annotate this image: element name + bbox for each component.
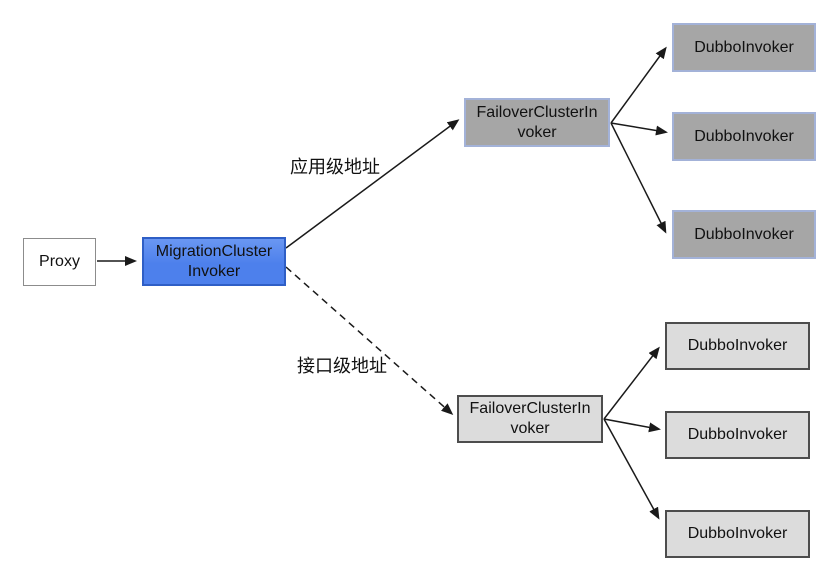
node-failover-app-label-line1: FailoverClusterIn: [476, 103, 598, 121]
node-failover-interface-label-line1: FailoverClusterIn: [469, 400, 591, 417]
node-failover-cluster-invoker-interface: FailoverClusterIn voker: [457, 395, 603, 443]
node-dubbo-invoker-label: DubboInvoker: [694, 225, 794, 243]
node-dubbo-invoker-label: DubboInvoker: [694, 38, 794, 56]
edge-label-app-level: 应用级地址: [290, 157, 380, 177]
edge-interface-level-arrow: [285, 266, 454, 415]
node-migration-cluster-invoker: MigrationCluster Invoker: [142, 237, 286, 286]
node-migration-label-line2: Invoker: [187, 262, 241, 280]
edge-failover-app-to-dubbo-1: [610, 46, 667, 124]
node-dubbo-invoker-interface-2: DubboInvoker: [665, 411, 810, 459]
node-failover-app-label-line2: voker: [517, 123, 557, 141]
edge-failover-interface-to-dubbo-2: [603, 418, 661, 433]
node-dubbo-invoker-app-3: DubboInvoker: [672, 210, 816, 259]
node-dubbo-invoker-label: DubboInvoker: [687, 426, 788, 443]
edge-label-interface-level: 接口级地址: [297, 356, 387, 376]
node-dubbo-invoker-label: DubboInvoker: [694, 127, 794, 145]
edge-failover-interface-to-dubbo-3: [603, 418, 660, 520]
node-dubbo-invoker-app-1: DubboInvoker: [672, 23, 816, 72]
node-failover-interface-label-line2: voker: [510, 420, 550, 437]
node-dubbo-invoker-label: DubboInvoker: [687, 337, 788, 354]
node-dubbo-invoker-interface-1: DubboInvoker: [665, 322, 810, 370]
node-migration-label-line1: MigrationCluster: [155, 242, 273, 260]
edge-failover-interface-to-dubbo-1: [603, 346, 660, 420]
node-dubbo-invoker-label: DubboInvoker: [687, 525, 788, 542]
node-failover-cluster-invoker-app: FailoverClusterIn voker: [464, 98, 610, 147]
node-proxy: Proxy: [23, 238, 96, 286]
edge-app-level-arrow: [285, 119, 460, 249]
node-proxy-label: Proxy: [39, 253, 80, 270]
edge-failover-app-to-dubbo-2: [610, 122, 668, 136]
node-dubbo-invoker-app-2: DubboInvoker: [672, 112, 816, 161]
edge-failover-app-to-dubbo-3: [610, 122, 667, 234]
node-dubbo-invoker-interface-3: DubboInvoker: [665, 510, 810, 558]
